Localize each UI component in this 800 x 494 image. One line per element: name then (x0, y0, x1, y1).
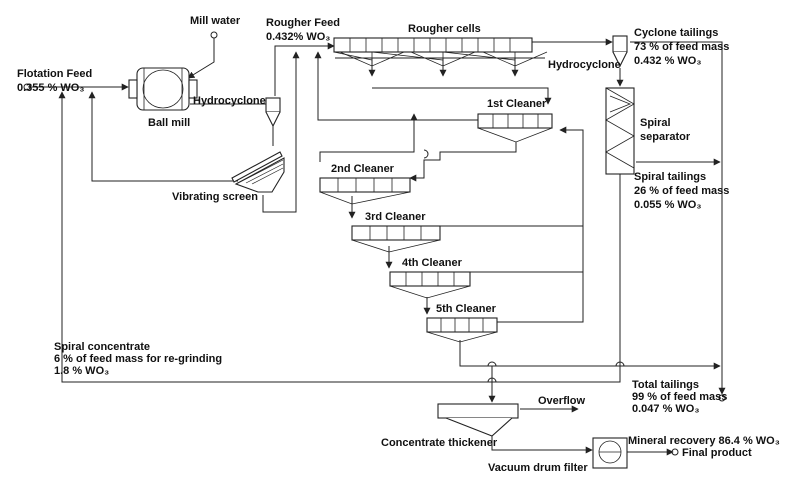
mill-hydrocyclone-label: Hydrocyclone (193, 95, 266, 107)
cleaner-3-label: 3rd Cleaner (365, 211, 426, 223)
flotation-feed-title: Flotation Feed (17, 68, 92, 80)
cleaner1-tail-return (314, 51, 478, 121)
overflow-label: Overflow (538, 395, 586, 407)
spiral-tailings-title: Spiral tailings (634, 171, 706, 183)
spiral-concentrate-title: Spiral concentrate (54, 341, 150, 353)
cleaner2-tail-return (319, 113, 418, 162)
vibrating-screen-label: Vibrating screen (172, 191, 258, 203)
total-tailings-title: Total tailings (632, 379, 699, 391)
ball-mill-label: Ball mill (148, 117, 190, 129)
labels: Flotation Feed 0.355 % WO₃ Mill water Ba… (17, 15, 780, 474)
crossover-bump-1 (423, 149, 429, 159)
mill-water-line (187, 38, 215, 79)
crossover-bump-3 (487, 377, 497, 383)
cleaner4-tail-return (470, 226, 584, 273)
rougher-cells-icon (333, 37, 548, 67)
mineral-recovery-label: Mineral recovery 86.4 % WO₃ (628, 435, 780, 447)
vacuum-drum-filter-icon (592, 437, 628, 469)
total-tailings-point (718, 394, 726, 402)
spiral-concentrate-grade: 1.8 % WO₃ (54, 365, 109, 377)
cleaner-5-icon (426, 317, 498, 343)
ball-mill-icon (128, 67, 198, 111)
total-tailings-mass: 99 % of feed mass (632, 391, 727, 403)
rougher-feed-line (274, 42, 335, 96)
rougher-feed-title: Rougher Feed (266, 17, 340, 29)
cleaner1-conc-line (409, 142, 517, 182)
cleaner-3-icon (351, 225, 441, 253)
mill-hydrocyclone-icon (265, 97, 281, 128)
cleaner-4-icon (389, 271, 471, 299)
spiral-separator-icon (605, 87, 635, 175)
cleaner-2-label: 2nd Cleaner (331, 163, 395, 175)
spiral-separator-label-2: separator (640, 131, 691, 143)
cleaner5-conc-line (459, 340, 496, 403)
cleaner-5-label: 5th Cleaner (436, 303, 497, 315)
vibrating-screen-icon (231, 151, 285, 193)
cleaner3-tail-return (440, 126, 584, 227)
mill-water-point (210, 31, 218, 39)
rougher-cells-label: Rougher cells (408, 23, 481, 35)
spiral-concentrate-mass: 6 % of feed mass for re-grinding (54, 353, 222, 365)
cyclone-tailings-title: Cyclone tailings (634, 27, 718, 39)
spiral-concentrate-return-line (58, 91, 621, 383)
rougher-hydrocyclone-label: Hydrocyclone (548, 59, 621, 71)
screen-oversize-return-line (88, 91, 238, 182)
vacuum-drum-filter-label: Vacuum drum filter (488, 462, 588, 474)
cleaner-1-icon (477, 113, 553, 143)
spiral-tailings-mass: 26 % of feed mass (634, 185, 729, 197)
rougher-conc-to-cleaner1 (372, 87, 552, 105)
crossover-bump-2 (487, 361, 497, 367)
cyclone-tailings-line (630, 41, 726, 395)
concentrate-thickener-label: Concentrate thickener (381, 437, 498, 449)
screen-undersize-line (262, 51, 300, 213)
cyclone-tailings-grade: 0.432 % WO₃ (634, 55, 701, 67)
rougher-feed-grade: 0.432% WO₃ (266, 31, 330, 43)
cleaner-2-icon (319, 177, 411, 205)
flotation-feed-grade: 0.355 % WO₃ (17, 82, 84, 94)
final-product-label: Final product (682, 447, 752, 459)
spiral-separator-label-1: Spiral (640, 117, 671, 129)
cyclone-tailings-mass: 73 % of feed mass (634, 41, 729, 53)
spiral-tailings-grade: 0.055 % WO₃ (634, 199, 701, 211)
rougher-hydrocyclone-icon (612, 35, 628, 68)
thickener-to-filter-line (491, 436, 593, 454)
stream-lines (23, 31, 726, 456)
cleaner-1-label: 1st Cleaner (487, 98, 547, 110)
total-tailings-grade: 0.047 % WO₃ (632, 403, 699, 415)
cleaner-4-label: 4th Cleaner (402, 257, 463, 269)
crossover-bump-4 (615, 361, 625, 367)
cleaner5-tail-return (497, 272, 584, 323)
mill-water-label: Mill water (190, 15, 241, 27)
final-product-point (671, 448, 679, 456)
concentrate-thickener-icon (437, 403, 519, 437)
